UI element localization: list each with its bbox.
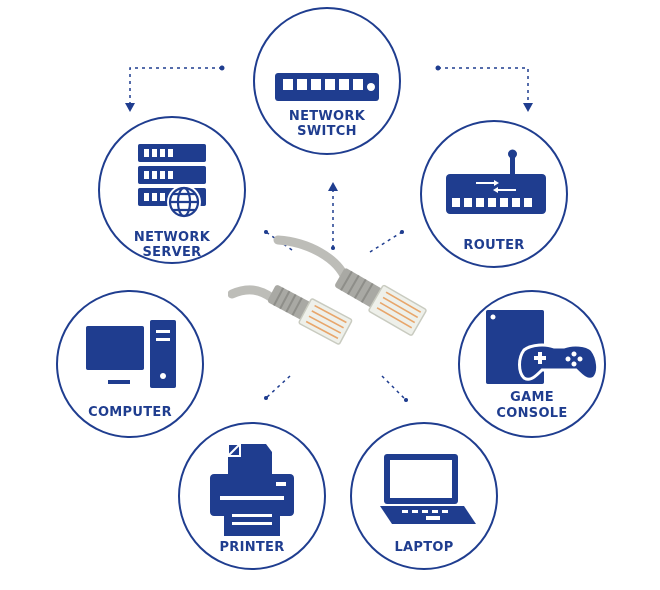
- computer-label: COMPUTER: [88, 405, 172, 420]
- network-switch-node: NETWORK SWITCH: [253, 7, 401, 155]
- game-console-label-1: GAME: [510, 390, 554, 405]
- server-rack-globe-icon: [138, 144, 206, 219]
- arrow-head-up: [328, 182, 338, 191]
- switch-to-server-connector: [129, 67, 222, 104]
- arrow-head-left: [125, 103, 135, 112]
- computer-node: COMPUTER: [56, 290, 204, 438]
- network-server-label-2: SERVER: [142, 245, 202, 260]
- printer-label: PRINTER: [219, 540, 285, 555]
- cable-to-laptop-connector: [381, 375, 407, 401]
- ethernet-cable-icon: [228, 235, 427, 345]
- game-console-label-2: CONSOLE: [496, 406, 568, 421]
- printer-node: PRINTER: [178, 422, 326, 570]
- cable-to-computer-connector: [265, 375, 291, 399]
- laptop-label: LAPTOP: [394, 540, 454, 555]
- router-icon: [446, 149, 546, 214]
- laptop-node: LAPTOP: [350, 422, 498, 570]
- game-console-icon: [486, 310, 600, 384]
- network-server-label-1: NETWORK: [133, 230, 211, 245]
- arrow-head-right: [523, 103, 533, 112]
- router-label: ROUTER: [463, 238, 525, 253]
- desktop-computer-icon: [86, 320, 176, 388]
- router-node: ROUTER: [420, 120, 568, 268]
- network-switch-label-1: NETWORK: [288, 109, 366, 124]
- laptop-icon: [380, 454, 476, 524]
- network-switch-label-2: SWITCH: [297, 124, 357, 139]
- printer-icon: [210, 443, 294, 536]
- game-console-node: GAME CONSOLE: [458, 290, 606, 438]
- switch-to-router-connector: [438, 67, 529, 104]
- network-server-node: NETWORK SERVER: [98, 116, 246, 264]
- network-switch-icon: [275, 73, 379, 101]
